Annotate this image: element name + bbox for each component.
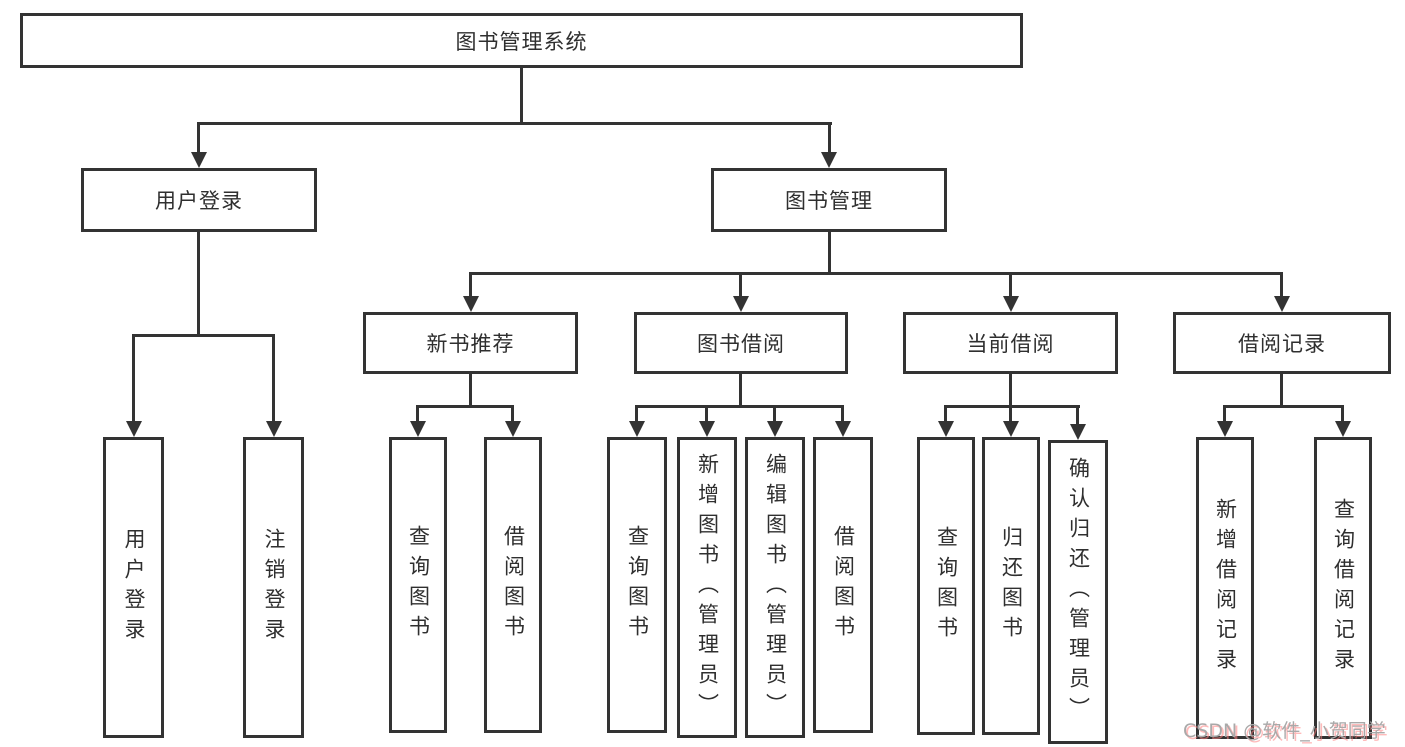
connector-line [1341,405,1344,423]
arrowhead-down-icon [835,421,851,437]
connector-line [739,374,742,405]
connector-line [635,405,844,408]
arrowhead-down-icon [126,421,142,437]
arrowhead-down-icon [699,421,715,437]
arrowhead-down-icon [1217,421,1233,437]
connector-line [1009,405,1012,423]
leaf-query-books-3: 查询图书 [917,437,975,735]
arrowhead-down-icon [266,421,282,437]
node-label: 图书管理系统 [455,29,588,54]
connector-line [1223,405,1226,423]
leaf-user-login: 用户登录 [103,437,164,738]
leaf-query-borrow-record: 查询借阅记录 [1314,437,1372,739]
arrowhead-down-icon [821,152,837,168]
arrowhead-down-icon [410,421,426,437]
node-label: 用户登录 [155,189,243,213]
arrowhead-down-icon [1070,424,1086,440]
node-new-book-recommend: 新书推荐 [363,312,578,374]
node-current-borrow: 当前借阅 [903,312,1118,374]
node-library-management-system: 图书管理系统 [20,13,1023,68]
arrowhead-down-icon [733,296,749,312]
leaf-logout: 注销登录 [243,437,304,738]
connector-line [197,122,200,154]
csdn-watermark: CSDN @软件_小贺同学 [1183,720,1386,742]
node-label: 编辑图书（管理员） [763,452,788,723]
connector-line [1223,405,1344,408]
connector-line [841,405,844,423]
node-label: 用户登录 [122,527,146,648]
arrowhead-down-icon [463,296,479,312]
connector-line [828,232,831,272]
node-label: 借阅图书 [831,525,856,645]
arrowhead-down-icon [1003,296,1019,312]
connector-line [198,122,832,125]
node-label: 查询借阅记录 [1331,498,1356,678]
node-label: 注销登录 [262,527,286,648]
node-label: 新增借阅记录 [1213,498,1238,678]
node-label: 查询图书 [934,526,959,646]
connector-line [520,68,523,124]
connector-line [272,334,275,422]
node-label: 查询图书 [625,525,650,645]
node-label: 图书借阅 [697,332,785,356]
node-label: 归还图书 [999,526,1024,646]
connector-line [635,405,638,423]
connector-line [197,232,200,336]
connector-line [416,405,514,408]
connector-line [469,272,1283,275]
connector-line [1009,272,1012,298]
node-label: 新增图书（管理员） [695,452,720,723]
connector-line [1009,374,1012,405]
connector-line [944,405,1080,408]
connector-line [416,405,419,423]
leaf-borrow-books-2: 借阅图书 [813,437,873,733]
connector-line [1076,405,1079,426]
connector-line [511,405,514,423]
node-label: 图书管理 [785,189,873,213]
connector-line [469,272,472,298]
leaf-query-books-2: 查询图书 [607,437,667,733]
arrowhead-down-icon [938,421,954,437]
connector-line [705,405,708,423]
arrowhead-down-icon [505,421,521,437]
connector-line [1280,272,1283,298]
connector-line [1280,374,1283,405]
node-user-login: 用户登录 [81,168,317,232]
leaf-query-books: 查询图书 [389,437,447,733]
node-label: 确认归还（管理员） [1066,457,1091,727]
node-label: 查询图书 [406,525,431,645]
arrowhead-down-icon [629,421,645,437]
connector-line [828,122,831,154]
node-label: 当前借阅 [966,332,1055,356]
leaf-edit-books-admin: 编辑图书（管理员） [745,437,805,738]
node-label: 借阅图书 [501,525,526,645]
connector-line [132,334,135,422]
node-label: 新书推荐 [426,332,515,356]
arrowhead-down-icon [1274,296,1290,312]
connector-line [132,334,275,337]
leaf-add-borrow-record: 新增借阅记录 [1196,437,1254,739]
arrowhead-down-icon [767,421,783,437]
arrowhead-down-icon [191,152,207,168]
leaf-borrow-books: 借阅图书 [484,437,542,733]
connector-line [773,405,776,423]
arrowhead-down-icon [1003,421,1019,437]
node-book-management: 图书管理 [711,168,947,232]
leaf-return-books: 归还图书 [982,437,1040,735]
connector-line [469,374,472,405]
node-label: 借阅记录 [1238,332,1326,356]
node-book-borrow: 图书借阅 [634,312,848,374]
arrowhead-down-icon [1335,421,1351,437]
connector-line [739,272,742,298]
node-borrow-records: 借阅记录 [1173,312,1391,374]
connector-line [944,405,947,423]
leaf-add-books-admin: 新增图书（管理员） [677,437,737,738]
leaf-confirm-return-admin: 确认归还（管理员） [1048,440,1108,744]
